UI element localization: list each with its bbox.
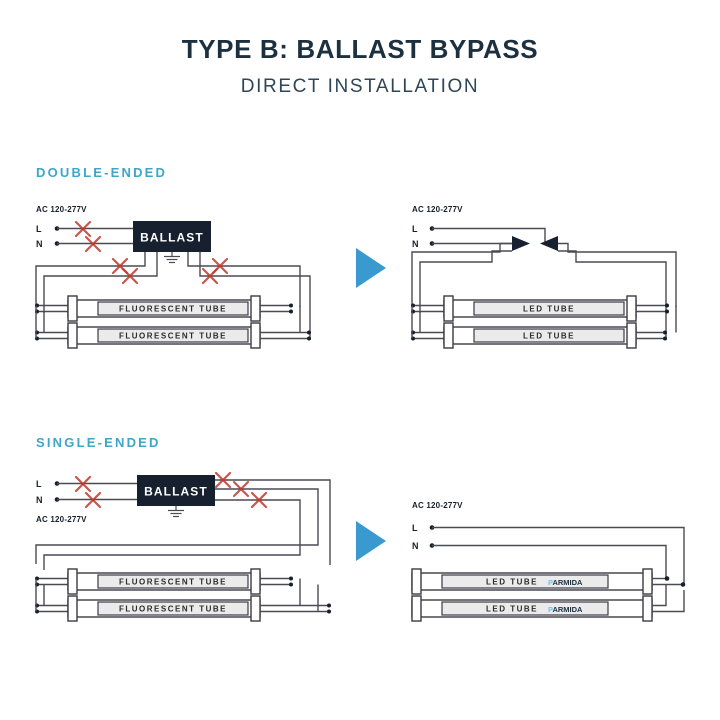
double-ended-before-diagram: AC 120-277V L N BALLAST: [35, 205, 311, 349]
tube-label: FLUORESCENT TUBE: [119, 305, 227, 314]
x-mark: [74, 220, 92, 238]
tube-label: FLUORESCENT TUBE: [119, 605, 227, 614]
brand-logo-prefix: P: [548, 578, 553, 587]
section-header-double-ended: DOUBLE-ENDED: [36, 165, 167, 180]
wire-line-run: [432, 227, 546, 244]
wire-ballast-out-right-1: [187, 252, 301, 307]
neutral-terminal-label: N: [412, 239, 419, 249]
wire-connector-right-to-tubes: [558, 242, 677, 307]
wire-connector-left-to-tubes: [411, 242, 512, 307]
voltage-label: AC 120-277V: [36, 515, 87, 524]
ground-symbol: [168, 506, 184, 518]
tube-label: FLUORESCENT TUBE: [119, 332, 227, 341]
x-mark: [214, 471, 232, 489]
led-tube-1: LED TUBE PARMIDA: [411, 568, 686, 595]
wire-line-run: [432, 526, 685, 585]
x-mark: [250, 491, 268, 509]
led-tube-2: LED TUBE PARMIDA: [411, 584, 685, 622]
neutral-terminal-label: N: [36, 495, 43, 505]
fluorescent-tube-2: FLUORESCENT TUBE: [35, 595, 331, 622]
page-subtitle: DIRECT INSTALLATION: [241, 76, 479, 97]
led-tube-1: LED TUBE: [411, 295, 669, 322]
double-ended-after-diagram: AC 120-277V L N: [411, 205, 677, 349]
brand-logo-prefix: P: [548, 605, 553, 614]
wire-ballast-out-3: [43, 499, 301, 570]
wire-ballast-out-left-2: [43, 252, 158, 313]
wire-ballast-out-left-1: [35, 252, 146, 307]
fluorescent-tube-2: FLUORESCENT TUBE: [35, 322, 311, 349]
transition-arrow-icon: [356, 248, 386, 288]
fluorescent-tube-1: FLUORESCENT TUBE: [35, 568, 293, 595]
page-title: TYPE B: BALLAST BYPASS: [182, 34, 539, 64]
fluorescent-tube-1: FLUORESCENT TUBE: [35, 295, 293, 322]
wire-ballast-out-right-2: [199, 252, 311, 340]
neutral-terminal-label: N: [36, 239, 43, 249]
wire-connector-left-to-tubes-2: [419, 250, 512, 313]
wire-nut-connector-left: [512, 236, 530, 251]
wire-neutral-run: [432, 544, 667, 579]
ballast-label: BALLAST: [140, 231, 204, 245]
brand-logo: PARMIDA: [548, 605, 583, 614]
single-ended-after-diagram: AC 120-277V L N LED TUBE PARMIDA: [411, 501, 686, 622]
wire-nut-connector-right: [540, 236, 558, 251]
voltage-label: AC 120-277V: [412, 205, 463, 214]
brand-logo-rest: ARMIDA: [552, 605, 583, 614]
tube-label: LED TUBE: [523, 305, 575, 314]
brand-logo: PARMIDA: [548, 578, 583, 587]
x-mark: [121, 267, 139, 285]
x-mark: [84, 235, 102, 253]
tube-label: LED TUBE: [486, 605, 538, 614]
line-terminal-label: L: [412, 523, 418, 533]
x-mark: [232, 480, 250, 498]
transition-arrow-icon: [356, 521, 386, 561]
x-marks-group-single-before: [74, 471, 268, 509]
ballast-box: [137, 475, 215, 506]
line-terminal-label: L: [36, 224, 42, 234]
brand-logo-rest: ARMIDA: [552, 578, 583, 587]
tube-label: LED TUBE: [523, 332, 575, 341]
x-mark: [84, 491, 102, 509]
tube-label: LED TUBE: [486, 578, 538, 587]
section-header-single-ended: SINGLE-ENDED: [36, 435, 161, 450]
voltage-label: AC 120-277V: [36, 205, 87, 214]
single-ended-before-diagram: L N AC 120-277V BALLAST: [35, 471, 331, 622]
voltage-label: AC 120-277V: [412, 501, 463, 510]
x-mark: [74, 475, 92, 493]
line-terminal-label: L: [412, 224, 418, 234]
wire-ballast-out-1: [215, 479, 331, 565]
wire-ballast-out-2: [35, 488, 319, 564]
ground-symbol: [164, 252, 180, 264]
ballast-box: [133, 221, 211, 252]
tube-label: FLUORESCENT TUBE: [119, 578, 227, 587]
x-marks-group-double-before: [74, 220, 229, 285]
neutral-terminal-label: N: [412, 541, 419, 551]
line-terminal-label: L: [36, 479, 42, 489]
x-mark: [201, 267, 219, 285]
ballast-label: BALLAST: [144, 485, 208, 499]
led-tube-2: LED TUBE: [411, 322, 667, 349]
wire-connector-right-to-tubes-2: [558, 250, 667, 340]
